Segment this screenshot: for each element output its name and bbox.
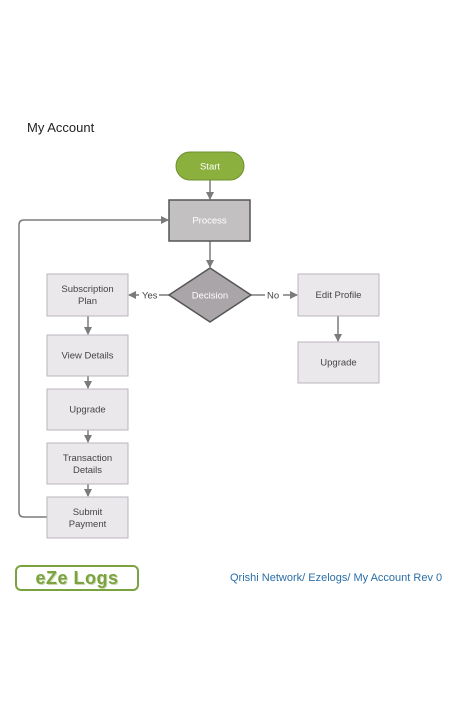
left-step-5-label-line-2: Payment: [69, 519, 107, 530]
decision-node-label: Decision: [192, 291, 228, 302]
left-step-2-label: View Details: [61, 351, 113, 362]
left-step-4-label-line-1: Transaction: [63, 453, 112, 464]
page-title: My Account: [27, 120, 95, 135]
start-node-label: Start: [200, 162, 220, 173]
left-step-4-label-line-2: Details: [73, 465, 102, 476]
left-step-1-label-line-1: Subscription: [61, 284, 113, 295]
connector-loop-back: [18, 216, 169, 518]
left-step-5: Submit Payment: [46, 496, 129, 539]
no-label: No: [267, 291, 279, 302]
process-node-label: Process: [192, 216, 227, 227]
yes-label: Yes: [142, 291, 158, 302]
left-step-5-label-line-1: Submit: [73, 507, 103, 518]
right-step-2: Upgrade: [297, 341, 380, 384]
breadcrumb-link[interactable]: Qrishi Network/ Ezelogs/ My Account Rev …: [230, 572, 443, 584]
decision-node: [167, 267, 253, 323]
left-step-1-label-line-2: Plan: [78, 296, 97, 307]
process-node: [168, 199, 251, 242]
ezelogs-logo: eZe Logs: [15, 565, 139, 591]
left-step-4: Transaction Details: [46, 442, 129, 485]
right-step-2-label: Upgrade: [320, 358, 356, 369]
left-step-3: Upgrade: [46, 388, 129, 431]
right-step-1-label: Edit Profile: [316, 290, 362, 301]
left-step-1: Subscription Plan: [46, 273, 129, 317]
left-step-3-label: Upgrade: [69, 405, 105, 416]
left-step-2: View Details: [46, 334, 129, 377]
right-step-1: Edit Profile: [297, 273, 380, 317]
start-node: [175, 151, 245, 181]
